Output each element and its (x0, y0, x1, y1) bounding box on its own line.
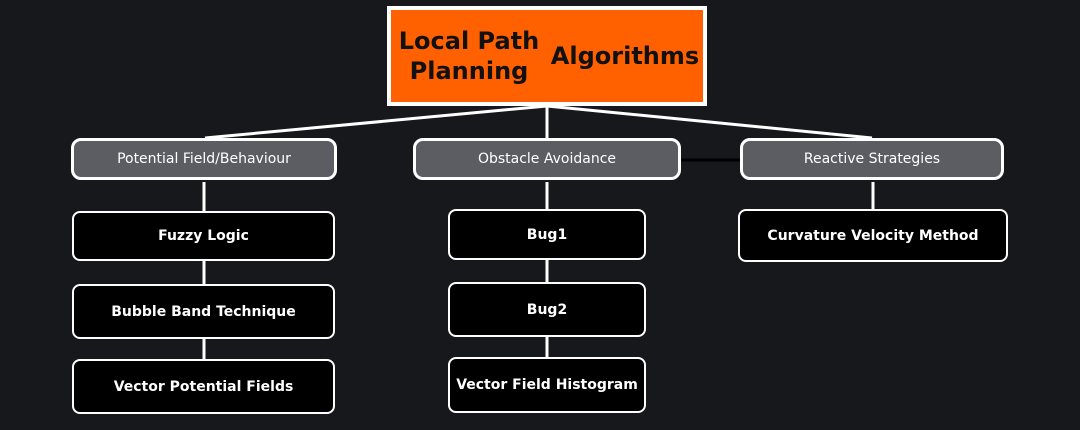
category-reactive-strategies: Reactive Strategies (740, 138, 1004, 180)
root-node: Local Path Planning Algorithms (387, 6, 707, 106)
node-vector-potential-fields: Vector Potential Fields (72, 359, 335, 414)
node-bug1: Bug1 (448, 209, 646, 260)
root-title-line-2: Algorithms (550, 42, 700, 70)
node-fuzzy-logic: Fuzzy Logic (72, 211, 335, 261)
node-vector-field-histogram: Vector Field Histogram (448, 357, 646, 413)
connector-root-potential (204, 104, 548, 140)
category-obstacle-avoidance: Obstacle Avoidance (413, 138, 681, 180)
category-potential-field: Potential Field/Behaviour (71, 138, 337, 180)
connector-root-reactive (546, 104, 873, 140)
node-curvature-velocity-method: Curvature Velocity Method (738, 209, 1008, 262)
node-bubble-band-technique: Bubble Band Technique (72, 284, 335, 339)
root-title-line-1: Local Path Planning (398, 27, 540, 85)
node-bug2: Bug2 (448, 282, 646, 337)
